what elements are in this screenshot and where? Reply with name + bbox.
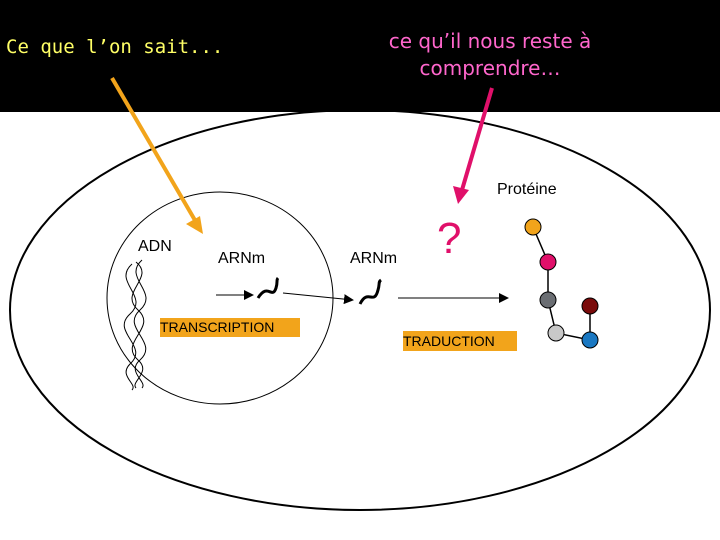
traduction-label: TRADUCTION xyxy=(403,331,517,351)
known-label: Ce que l’on sait... xyxy=(6,36,224,58)
protein-chain xyxy=(524,218,599,349)
dna-helix xyxy=(123,259,147,391)
arnm-cytoplasm-label: ARNm xyxy=(350,250,398,267)
cell-membrane xyxy=(9,109,711,511)
amino-acid xyxy=(524,218,542,236)
mrna-strand-cytoplasm xyxy=(358,278,382,305)
unknown-arrow xyxy=(453,87,494,204)
mrna-strand-nucleus xyxy=(256,276,280,299)
arnm-nucleus-label: ARNm xyxy=(218,250,266,267)
known-arrow xyxy=(110,76,203,234)
amino-acid xyxy=(581,297,599,315)
proteine-label: Protéine xyxy=(497,181,557,198)
amino-acid xyxy=(547,324,565,342)
question-mark: ? xyxy=(437,214,462,263)
amino-acid xyxy=(581,331,599,349)
amino-acid xyxy=(539,291,557,309)
adn-label: ADN xyxy=(138,238,172,255)
export-arrow xyxy=(282,292,354,305)
transcription-label: TRANSCRIPTION xyxy=(160,318,300,337)
unknown-label: ce qu’il nous reste à comprendre… xyxy=(388,29,592,80)
amino-acid xyxy=(539,253,557,271)
nucleus xyxy=(106,191,334,405)
